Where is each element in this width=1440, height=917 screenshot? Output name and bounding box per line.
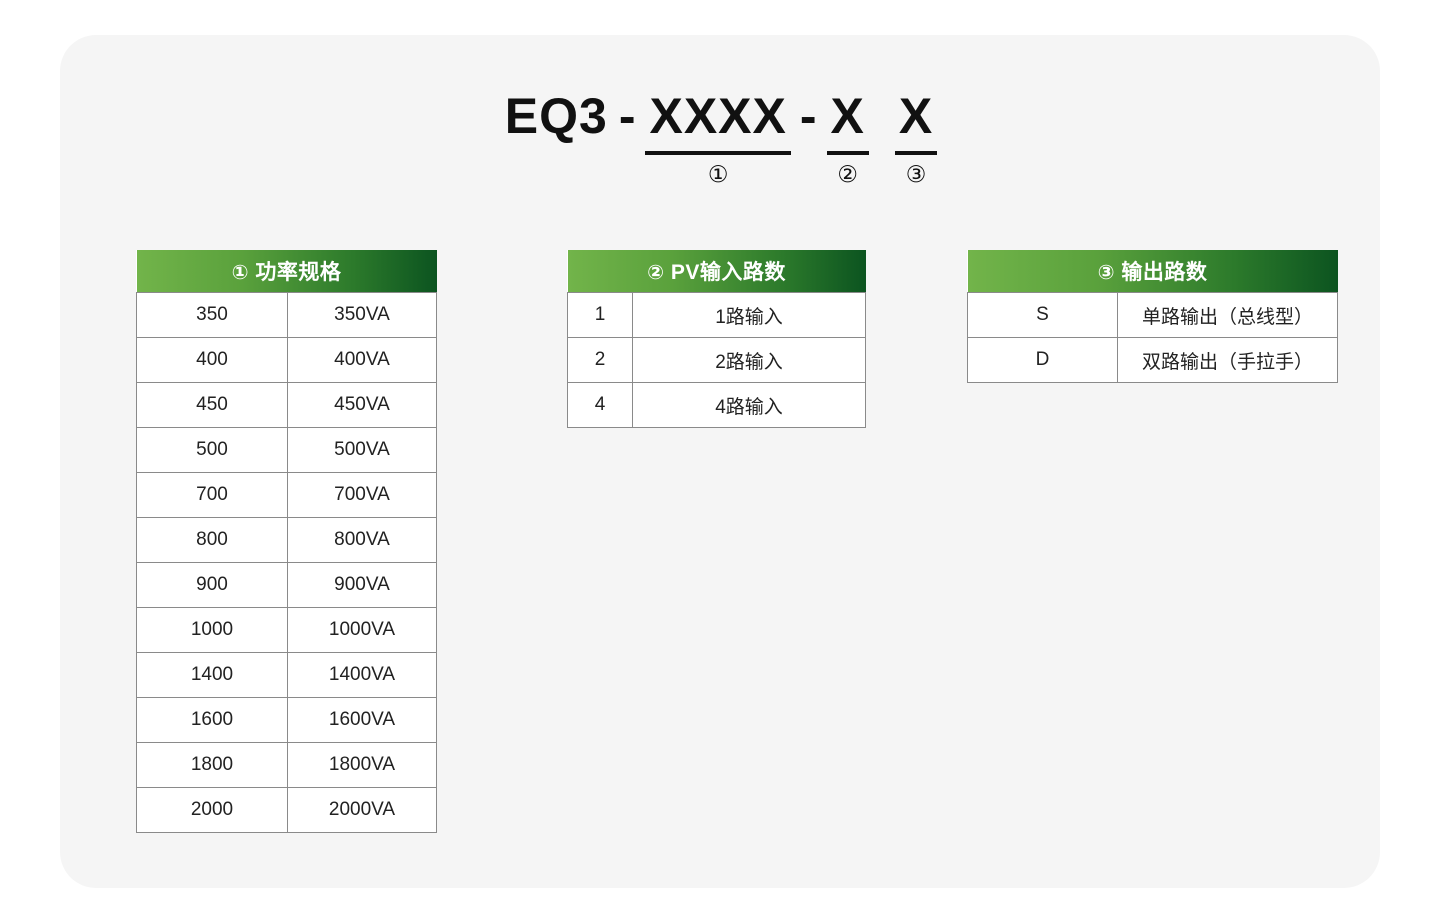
formula-segment-text: X — [894, 85, 938, 155]
table-cell-code: 800 — [136, 517, 288, 563]
formula-segment-marker: ① — [707, 162, 729, 188]
table-cell-description: 500VA — [287, 427, 437, 473]
table-cell-code: 1800 — [136, 742, 288, 788]
table-header-cell: ① 功率规格 — [136, 250, 437, 293]
table-cell-code: 2000 — [136, 787, 288, 833]
formula-segment-text: XXXX — [645, 85, 791, 155]
table-cell-description: 450VA — [287, 382, 437, 428]
table-cell-code: 1 — [567, 292, 633, 338]
table-cell-code: 400 — [136, 337, 288, 383]
table-header-marker: ③ — [1097, 260, 1116, 284]
table-cell-code: 900 — [136, 562, 288, 608]
table-cell-description: 1000VA — [287, 607, 437, 653]
table-header-marker: ② — [647, 260, 665, 284]
table-header-title: 功率规格 — [255, 261, 342, 284]
table-cell-description: 400VA — [287, 337, 437, 383]
table-header-title: PV输入路数 — [670, 261, 786, 284]
table-cell-description: 900VA — [287, 562, 437, 608]
table-cell-code: 1400 — [136, 652, 288, 698]
table-cell-code: 1000 — [136, 607, 288, 653]
table-cell-description: 800VA — [287, 517, 437, 563]
table-header-row: ① 功率规格 — [136, 250, 437, 293]
table-cell-description: 2路输入 — [631, 337, 867, 383]
table-cell-code: 700 — [136, 472, 288, 518]
table-cell-description: 2000VA — [287, 787, 437, 833]
table-cell-description: 1800VA — [287, 742, 437, 788]
table-cell-description: 双路输出（手拉手） — [1117, 337, 1338, 383]
table-cell-description: 1400VA — [287, 652, 437, 698]
table-cell-code: 1600 — [136, 697, 288, 743]
table-cell-code: S — [967, 292, 1118, 338]
table-cell-description: 4路输入 — [631, 382, 867, 428]
formula-segment-eq3: EQ3 — [503, 85, 610, 147]
table-cell-code: D — [967, 337, 1118, 383]
table-cell-description: 350VA — [287, 292, 437, 338]
formula-segment-text: EQ3 — [504, 88, 608, 144]
formula-segment-marker: ③ — [905, 162, 927, 188]
table-header-title: 输出路数 — [1121, 261, 1208, 284]
table-cell-code: 500 — [136, 427, 288, 473]
table-cell-description: 单路输出（总线型） — [1117, 292, 1338, 338]
table-cell-description: 1路输入 — [631, 292, 867, 338]
formula-segment-marker: ② — [837, 162, 859, 188]
formula-segment-text: X — [826, 85, 869, 155]
table-cell-code: 450 — [136, 382, 288, 428]
table-cell-code: 350 — [136, 292, 288, 338]
formula-segment-dash: - — [791, 85, 827, 147]
table-cell-description: 1600VA — [287, 697, 437, 743]
formula-segment-text: - — [799, 88, 818, 144]
formula-segment-①: XXXX ① — [645, 85, 791, 188]
formula-segment-dash: - — [610, 85, 646, 147]
table-header-marker: ① — [231, 260, 250, 284]
table-cell-code: 4 — [567, 382, 633, 428]
table-cell-description: 700VA — [287, 472, 437, 518]
formula-segment-text: - — [618, 88, 637, 144]
table-header-row: ③ 输出路数 — [967, 250, 1338, 293]
table-header-cell: ② PV输入路数 — [567, 250, 866, 293]
table-header-cell: ③ 输出路数 — [967, 250, 1338, 293]
table-cell-code: 2 — [567, 337, 633, 383]
table-header-row: ② PV输入路数 — [567, 250, 866, 293]
